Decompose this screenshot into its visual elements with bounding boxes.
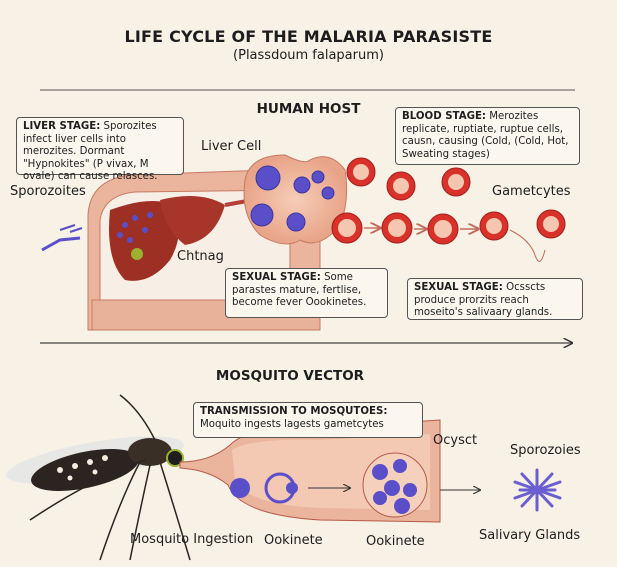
liver-cell bbox=[243, 154, 348, 245]
callout-text: Merozites replicate, ruptiate, ruptue ce… bbox=[402, 111, 569, 160]
sexual-stage-callout-2: SEXUAL STAGE: Ocsscts produce prorzits r… bbox=[407, 278, 583, 320]
callout-label: BLOOD STAGE: bbox=[402, 111, 486, 122]
callout-label: SEXUAL STAGE: bbox=[414, 282, 503, 293]
page-subtitle: (Plassdoum falaparum) bbox=[233, 48, 384, 63]
mosquito-vector-heading: MOSQUITO VECTOR bbox=[215, 368, 365, 384]
callout-label: TRANSMISSION TO MOSQUTOES: bbox=[200, 406, 388, 417]
gametocytes-label: Gametcytes bbox=[492, 184, 571, 199]
callout-label: SEXUAL STAGE: bbox=[232, 272, 321, 283]
liver-stage-callout: LIVER STAGE: Sporozites infect liver cel… bbox=[16, 117, 184, 182]
ookinete-label-1: Ookinete bbox=[264, 533, 323, 548]
chtnag-label: Chtnag bbox=[177, 249, 224, 264]
callout-label: LIVER STAGE: bbox=[23, 121, 101, 132]
sporozoites-label: Sporozoites bbox=[10, 184, 86, 199]
ookinete-label-2: Ookinete bbox=[366, 534, 425, 549]
ocyst-label: Ocysct bbox=[433, 433, 478, 448]
mosquito-illustration bbox=[6, 394, 191, 561]
callout-text: Sporozites infect liver cells into meroz… bbox=[23, 121, 158, 182]
human-host-heading: HUMAN HOST bbox=[256, 101, 361, 117]
salivary-gland-sporozoites bbox=[513, 468, 562, 512]
transmission-callout: TRANSMISSION TO MOSQUTOES: Moquito inges… bbox=[193, 402, 423, 438]
salivary-glands-label: Salivary Glands bbox=[479, 528, 581, 543]
callout-text: Some parastes mature, fertlise, become f… bbox=[232, 272, 367, 308]
sexual-stage-callout-1: SEXUAL STAGE: Some parastes mature, fert… bbox=[225, 268, 388, 318]
sporozoites-mosquito-label: Sporozoies bbox=[510, 443, 581, 458]
liver-cell-label: Liver Cell bbox=[201, 139, 262, 154]
blood-stage-callout: BLOOD STAGE: Merozites replicate, ruptia… bbox=[395, 107, 580, 165]
midgut bbox=[179, 419, 480, 523]
ingestion-label: Mosquito Ingestion bbox=[130, 532, 254, 547]
page-title: LIFE CYCLE OF THE MALARIA PARASISTE bbox=[124, 27, 493, 46]
callout-text: Moquito ingests lagests gametcytes bbox=[200, 418, 384, 430]
callout-text: Ocsscts produce prorzits reach moseito's… bbox=[414, 282, 553, 318]
